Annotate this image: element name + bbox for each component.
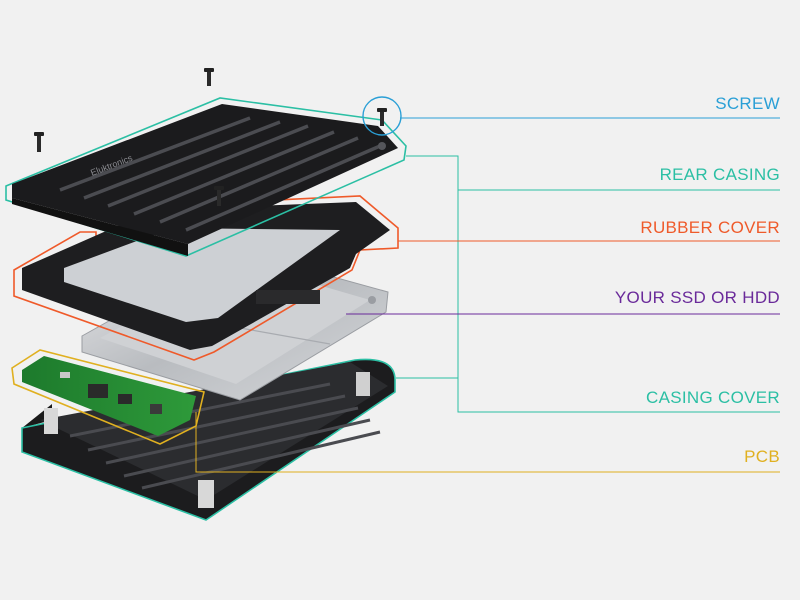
rear-casing-part: Eluktronics bbox=[5, 97, 407, 257]
screw-icon bbox=[34, 132, 44, 152]
casing-cover-part bbox=[21, 358, 396, 521]
screw-highlight-circle bbox=[362, 96, 402, 136]
ssd-label: YOUR SSD OR HDD bbox=[614, 288, 780, 307]
screw-label: SCREW bbox=[715, 94, 780, 113]
screws bbox=[34, 68, 402, 206]
screw-icon bbox=[204, 68, 214, 86]
rear-casing-callout-line bbox=[406, 155, 780, 191]
callout-lines bbox=[195, 117, 780, 473]
rubber-cover-label: RUBBER COVER bbox=[640, 218, 780, 237]
rear-casing-label: REAR CASING bbox=[659, 165, 780, 184]
screw-icon bbox=[377, 108, 387, 126]
casing-cover-label: CASING COVER bbox=[646, 388, 780, 407]
pcb-callout-line bbox=[195, 412, 780, 473]
rubber-cover-part bbox=[13, 195, 399, 361]
screw-icon bbox=[214, 186, 224, 206]
pcb-label: PCB bbox=[744, 447, 780, 466]
